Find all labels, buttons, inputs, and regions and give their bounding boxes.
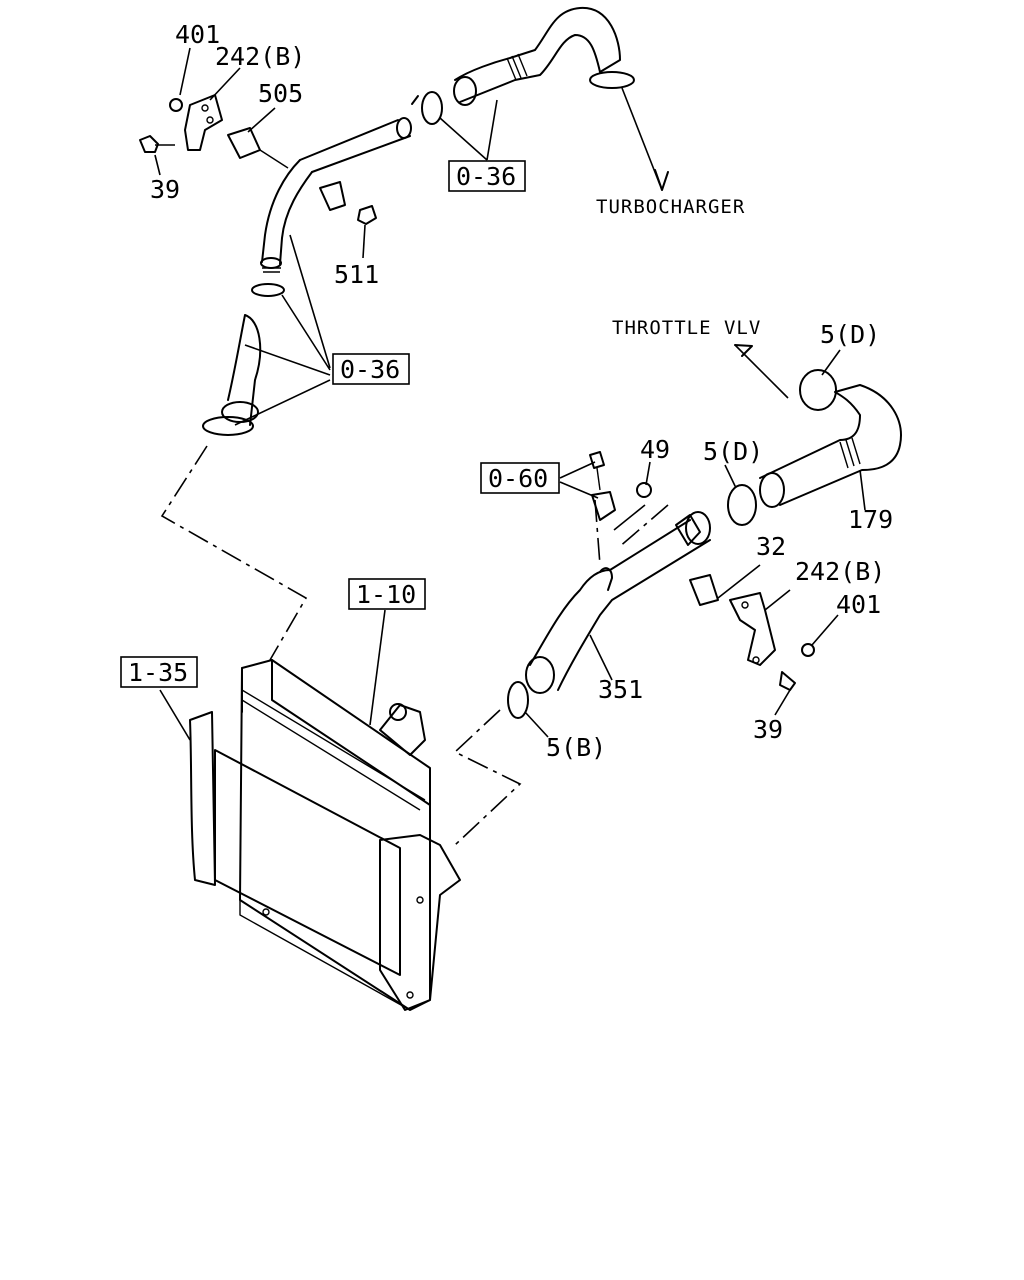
label-242b-right: 242(B) — [795, 557, 885, 586]
label-throttle-vlv: THROTTLE VLV — [612, 317, 761, 339]
label-5d-mid: 5(D) — [703, 437, 763, 466]
ref-box-135 — [120, 656, 198, 688]
label-5d-top: 5(D) — [820, 320, 880, 349]
leader-lines — [154, 47, 866, 741]
label-036-top: 0-36 — [456, 162, 516, 191]
reference-boxes — [120, 160, 560, 688]
label-135: 1-35 — [128, 658, 188, 687]
ref-box-036a — [448, 160, 526, 192]
connection-lines — [160, 445, 669, 846]
lower-left-hose — [202, 283, 285, 436]
ref-box-036b — [332, 353, 410, 385]
ref-box-060 — [480, 462, 560, 494]
label-351: 351 — [598, 675, 643, 704]
label-511: 511 — [334, 260, 379, 289]
label-32: 32 — [756, 532, 786, 561]
right-upper-hose — [727, 369, 902, 526]
right-intake-pipe — [507, 511, 711, 719]
direction-arrows — [654, 169, 753, 357]
intercooler — [189, 659, 461, 1011]
label-401-right: 401 — [836, 590, 881, 619]
label-turbocharger: TURBOCHARGER — [596, 196, 745, 218]
label-5b: 5(B) — [546, 733, 606, 762]
label-39-top: 39 — [150, 175, 180, 204]
upper-hose-turbo — [411, 6, 635, 125]
label-49: 49 — [640, 435, 670, 464]
upper-intake-pipe — [260, 117, 412, 273]
label-036-mid: 0-36 — [340, 355, 400, 384]
label-39-right: 39 — [753, 715, 783, 744]
label-401-top: 401 — [175, 20, 220, 49]
label-242b-top: 242(B) — [215, 42, 305, 71]
label-110: 1-10 — [356, 580, 416, 609]
small-parts-upper-left — [139, 94, 377, 225]
label-179: 179 — [848, 505, 893, 534]
small-parts-right — [589, 451, 815, 691]
label-060: 0-60 — [488, 464, 548, 493]
label-505: 505 — [258, 79, 303, 108]
ref-box-110 — [348, 578, 426, 610]
part-labels: 401 242(B) 505 39 0-36 TURBOCHARGER 511 … — [128, 20, 893, 762]
